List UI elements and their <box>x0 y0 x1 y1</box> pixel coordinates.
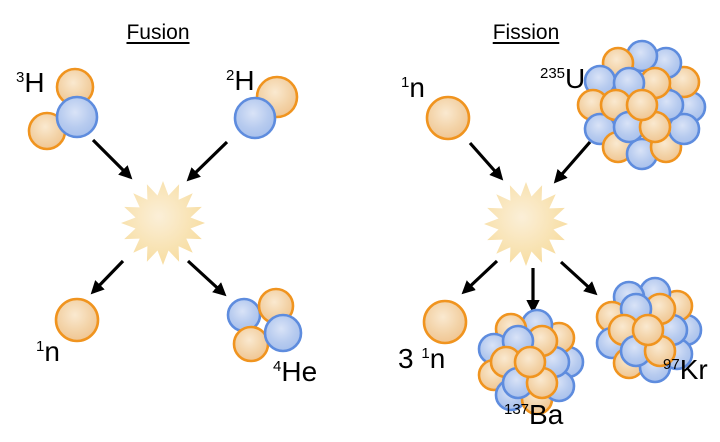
tritium-symbol: H <box>24 67 45 98</box>
starburst-shape <box>484 182 568 266</box>
krypton97-nucleus <box>595 276 703 384</box>
nucleon-orange <box>54 297 100 343</box>
fusion-arrow-in-left <box>91 138 133 180</box>
fission-neutron-in-symbol: n <box>409 72 425 103</box>
fission-neutron-in-mass-number: 1 <box>401 74 410 91</box>
nucleon-orange <box>631 313 665 347</box>
helium-mass-number: 4 <box>273 358 282 375</box>
barium-label: 137Ba <box>504 401 563 429</box>
fusion-neutron-symbol: n <box>44 336 60 367</box>
fusion-neutron-ball <box>54 297 100 343</box>
nucleon-orange <box>625 88 659 122</box>
helium4-nucleus <box>226 287 303 363</box>
krypton-mass-number: 97 <box>663 356 680 373</box>
fission-neutron-in-label: 1n <box>401 74 425 102</box>
tritium-label: 3H <box>16 69 45 97</box>
fusion-title: Fusion <box>126 21 190 44</box>
nucleon-orange <box>513 345 547 379</box>
krypton-label: 97Kr <box>663 356 708 384</box>
fusion-arrow-in-right <box>186 140 229 182</box>
helium-symbol: He <box>281 356 318 387</box>
deuterium-nucleus <box>233 75 299 140</box>
fission-arrow-in-left <box>468 141 504 181</box>
uranium-symbol: U <box>565 63 586 94</box>
fission-neutrons-count: 3 <box>398 343 422 374</box>
fission-arrows <box>461 140 598 314</box>
nucleon-orange <box>422 299 468 345</box>
fission-arrow-in-right <box>553 140 592 184</box>
uranium-label: 235U <box>540 65 585 93</box>
nucleon-blue <box>263 313 303 353</box>
barium137-nucleus <box>477 308 585 416</box>
krypton-symbol: Kr <box>679 354 708 385</box>
fission-neutrons-out-label: 3 1n <box>398 345 445 373</box>
fusion-neutron-label: 1n <box>36 338 60 366</box>
fission-burst-icon <box>484 182 568 266</box>
fission-neutrons-symbol: n <box>429 343 446 374</box>
fusion-arrow-out-right <box>186 259 227 297</box>
deuterium-symbol: H <box>234 65 255 96</box>
barium-mass-number: 137 <box>504 401 530 418</box>
barium-symbol: Ba <box>529 399 564 430</box>
nucleon-blue <box>233 96 277 140</box>
fission-neutron-in-ball <box>425 95 471 141</box>
tritium-mass-number: 3 <box>16 69 25 86</box>
helium-label: 4He <box>273 358 317 386</box>
deuterium-mass-number: 2 <box>226 67 235 84</box>
nucleon-orange <box>425 95 471 141</box>
fusion-neutron-mass-number: 1 <box>36 338 45 355</box>
uranium-mass-number: 235 <box>540 65 566 82</box>
fusion-burst-icon <box>121 181 205 265</box>
deuterium-label: 2H <box>226 67 255 95</box>
uranium235-nucleus <box>576 39 707 171</box>
starburst-shape <box>121 181 205 265</box>
fission-arrow-out-right <box>559 260 598 296</box>
fission-arrow-out-left <box>461 259 499 295</box>
fusion-arrow-out-left <box>90 259 125 295</box>
fission-title: Fission <box>492 21 560 44</box>
fission-neutrons-mass-number: 1 <box>421 345 430 362</box>
nucleon-orange <box>232 325 270 363</box>
fusion-arrows <box>90 138 229 297</box>
nucleon-blue <box>55 95 99 139</box>
fission-neutrons-out-ball <box>422 299 468 345</box>
tritium-nucleus <box>27 67 99 151</box>
